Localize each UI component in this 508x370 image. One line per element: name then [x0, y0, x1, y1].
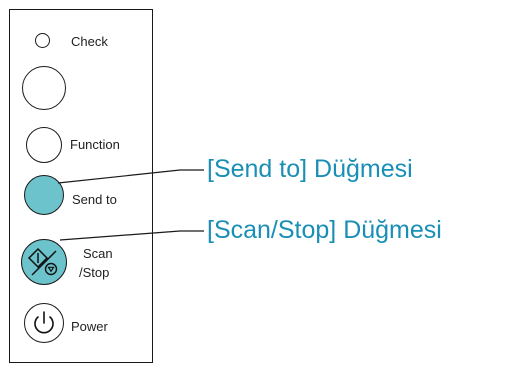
function-button[interactable] — [26, 127, 62, 163]
function-label: Function — [70, 137, 120, 152]
check-label: Check — [71, 34, 108, 49]
power-button[interactable] — [24, 303, 64, 343]
scan-stop-leader-line — [59, 230, 181, 241]
scan-stop-icon — [27, 247, 58, 276]
unlabeled-button[interactable] — [22, 66, 66, 110]
scan-label: Scan — [83, 246, 113, 261]
scan-stop-callout: [Scan/Stop] Düğmesi — [207, 216, 442, 244]
scan-stop-button[interactable] — [21, 239, 67, 285]
power-label: Power — [71, 319, 108, 334]
send-to-leader-line — [57, 169, 181, 184]
check-indicator-led — [35, 33, 50, 48]
send-to-callout: [Send to] Düğmesi — [207, 155, 413, 183]
scanner-operator-panel: Check Function Send to Scan /Stop Power — [9, 9, 153, 363]
power-icon — [34, 311, 54, 334]
send-to-label: Send to — [72, 192, 117, 207]
send-to-button[interactable] — [24, 175, 64, 215]
stop-label: /Stop — [79, 265, 110, 280]
